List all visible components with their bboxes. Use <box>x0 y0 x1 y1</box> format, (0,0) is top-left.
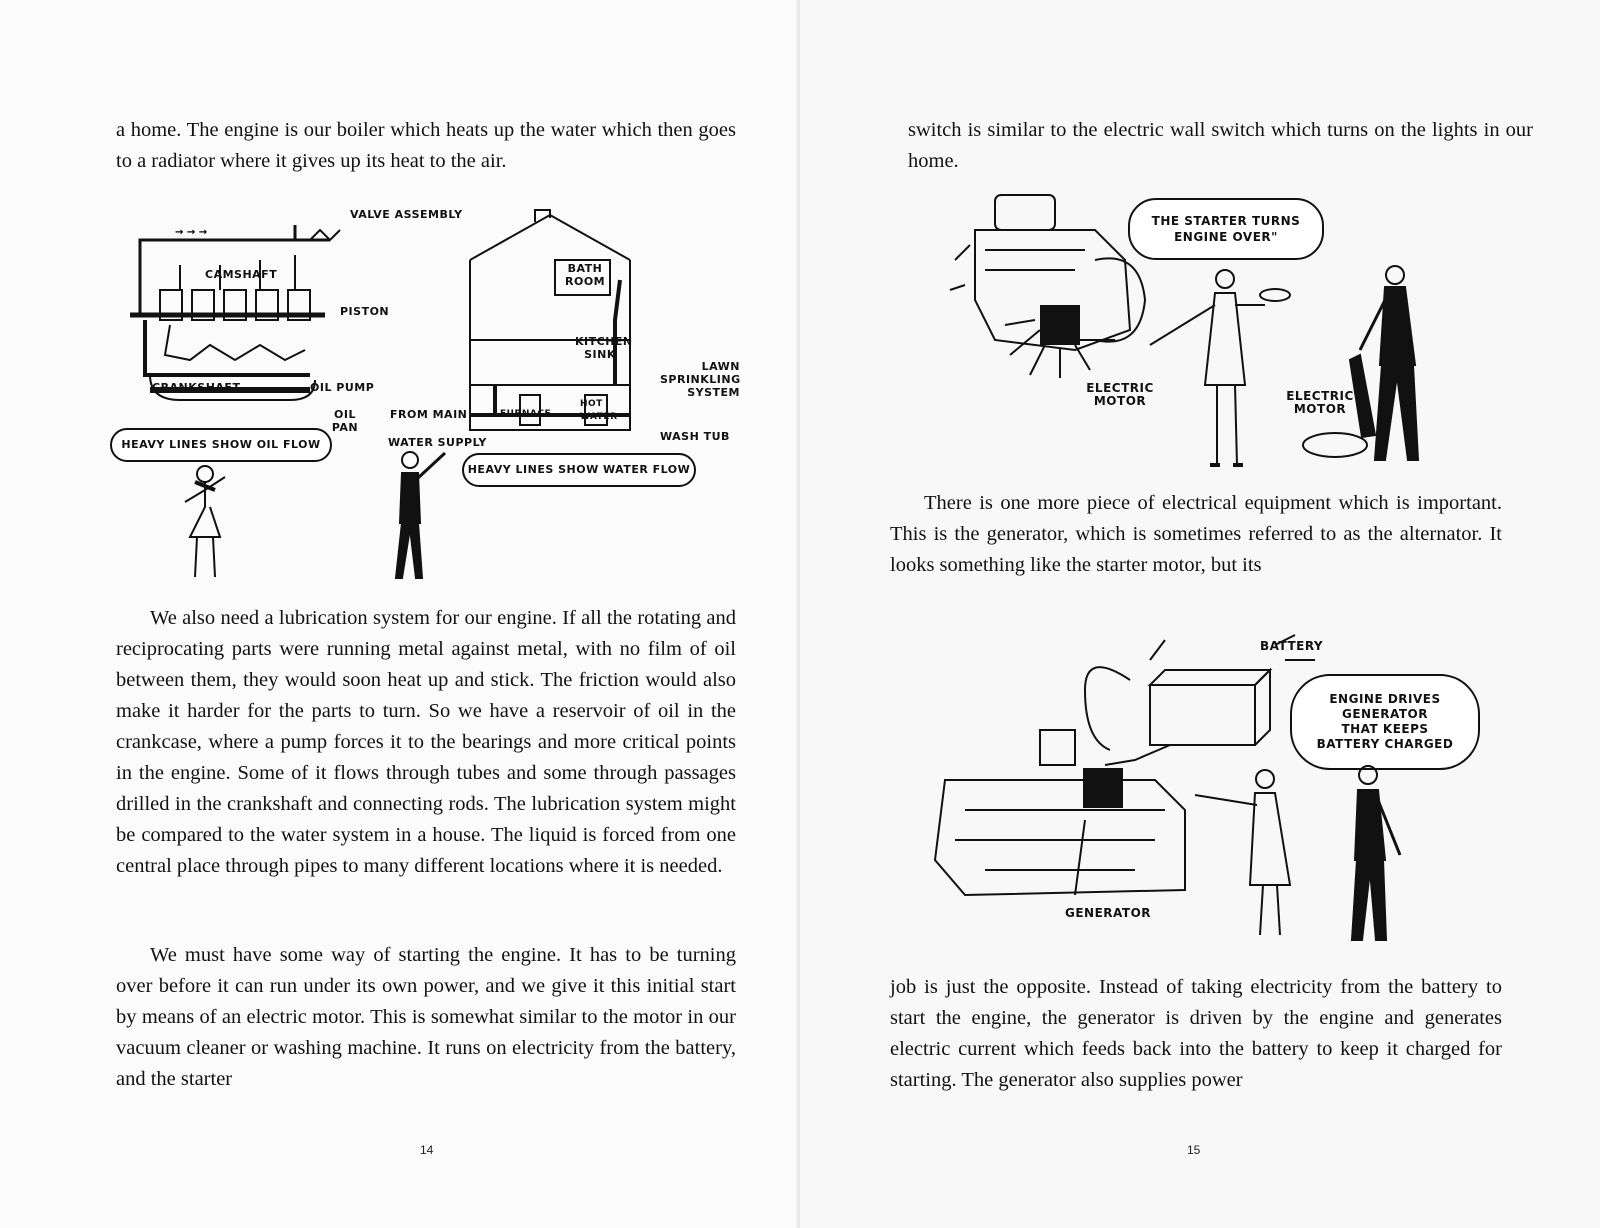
label-oil-pump: OIL PUMP <box>310 381 375 394</box>
cartoon-man-illustration <box>394 451 447 579</box>
generator-speech-bubble: ENGINE DRIVES GENERATOR THAT KEEPS BATTE… <box>1290 674 1480 770</box>
starter-engine-illustration <box>949 194 1147 378</box>
label-lawn-sprinkling: LAWN SPRINKLING SYSTEM <box>660 360 741 399</box>
svg-text:→ → →: → → → <box>175 227 207 238</box>
right-paragraph-1: switch is similar to the electric wall s… <box>908 119 1533 172</box>
starter-bubble-line-2: ENGINE OVER" <box>1174 230 1278 244</box>
cartoon-mechanic-illustration <box>1149 269 1291 467</box>
left-page: a home. The engine is our boiler which h… <box>110 119 741 1157</box>
label-from-main: FROM MAIN <box>390 408 468 421</box>
page-number-left: 14 <box>420 1143 434 1157</box>
label-electric-motor-1: ELECTRIC MOTOR <box>1086 381 1154 408</box>
starter-speech-bubble: THE STARTER TURNS ENGINE OVER" <box>1128 198 1324 260</box>
starter-bubble-line-1: THE STARTER TURNS <box>1151 214 1301 228</box>
cartoon-woman-illustration <box>184 465 226 578</box>
label-camshaft: CAMSHAFT <box>205 268 278 281</box>
label-water-supply: WATER SUPPLY <box>388 436 487 449</box>
cartoon-vacuum-man-illustration <box>1302 265 1420 461</box>
label-bathroom: BATH ROOM <box>565 262 606 288</box>
oil-flow-bubble: HEAVY LINES SHOW OIL FLOW <box>110 428 332 462</box>
right-paragraph-3: job is just the opposite. Instead of tak… <box>890 976 1502 1091</box>
house-water-diagram <box>469 209 631 431</box>
water-flow-bubble: HEAVY LINES SHOW WATER FLOW <box>462 453 696 487</box>
label-kitchen-sink: KITCHEN SINK <box>575 335 633 361</box>
label-battery: BATTERY <box>1260 639 1324 653</box>
label-wash-tub: WASH TUB <box>660 430 730 443</box>
right-paragraph-2: There is one more piece of electrical eq… <box>890 492 1502 576</box>
left-paragraph-2: We also need a lubrication system for ou… <box>116 607 736 877</box>
left-paragraph-1: a home. The engine is our boiler which h… <box>116 119 736 172</box>
label-piston: PISTON <box>340 305 390 318</box>
generator-bubble-line-1: ENGINE DRIVES <box>1329 692 1441 706</box>
generator-bubble-line-4: BATTERY CHARGED <box>1316 737 1454 751</box>
left-paragraph-3: We must have some way of starting the en… <box>116 944 736 1090</box>
label-electric-motor-2: ELECTRIC MOTOR <box>1286 389 1354 416</box>
engine-oil-diagram: → → → <box>130 225 341 401</box>
label-crankshaft: CRANKSHAFT <box>152 381 241 394</box>
label-furnace: FURNACE <box>500 409 552 419</box>
generator-bubble-line-3: THAT KEEPS <box>1341 722 1429 736</box>
label-hot-water: HOT WATER <box>580 399 618 422</box>
generator-battery-illustration <box>933 634 1315 897</box>
label-oil-pan: OIL PAN <box>331 408 359 434</box>
cartoon-pointing-woman-illustration <box>1194 769 1292 936</box>
label-generator: GENERATOR <box>1065 906 1152 920</box>
right-page: switch is similar to the electric wall s… <box>800 0 1600 1228</box>
label-valve-assembly: VALVE ASSEMBLY <box>350 208 463 221</box>
page-number-right: 15 <box>1187 1143 1201 1157</box>
generator-bubble-line-2: GENERATOR <box>1341 707 1428 721</box>
cartoon-thinking-man-illustration <box>1350 765 1402 941</box>
